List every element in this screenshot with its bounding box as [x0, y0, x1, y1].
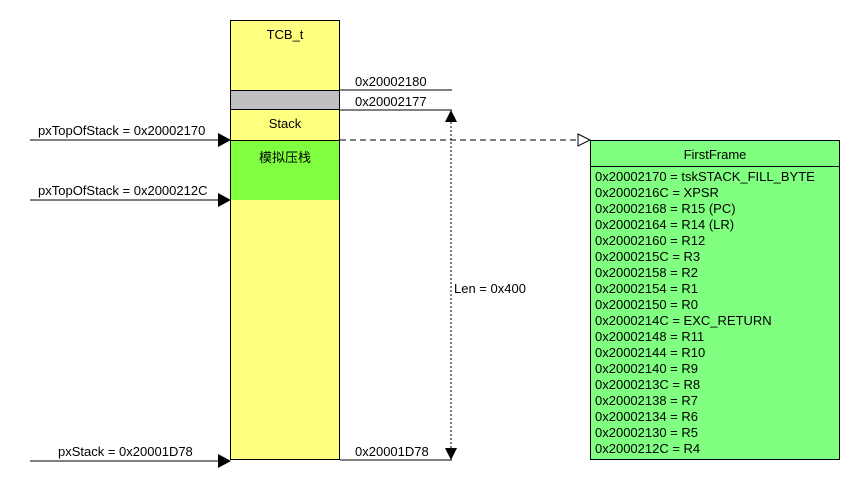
first-frame-entries: 0x20002170 = tskSTACK_FILL_BYTE 0x200021…	[591, 167, 839, 457]
first-frame-entry: 0x20002168 = R15 (PC)	[595, 201, 736, 216]
first-frame-title: FirstFrame	[591, 141, 839, 167]
first-frame-entry: 0x20002150 = R0	[595, 297, 699, 312]
stack-remaining-block	[230, 200, 340, 460]
simulated-push-block: 模拟压栈	[230, 140, 340, 200]
first-frame-entry: 0x20002130 = R5	[595, 425, 699, 440]
first-frame-entry: 0x2000214C = EXC_RETURN	[595, 313, 772, 328]
first-frame-entry: 0x20002170 = tskSTACK_FILL_BYTE	[595, 169, 815, 184]
address-label-stack-base: 0x20001D78	[355, 444, 429, 459]
first-frame-entry: 0x2000215C = R3	[595, 249, 701, 264]
first-frame-entry: 0x20002144 = R10	[595, 345, 706, 360]
first-frame-entry: 0x20002164 = R14 (LR)	[595, 217, 735, 232]
first-frame-entry: 0x20002158 = R2	[595, 265, 699, 280]
first-frame-entry: 0x20002138 = R7	[595, 393, 699, 408]
stack-label: Stack	[268, 116, 302, 131]
address-label-top: 0x20002180	[355, 74, 427, 89]
first-frame-entry: 0x2000212C = R4	[595, 441, 701, 456]
first-frame-entry: 0x20002148 = R11	[595, 329, 705, 344]
first-frame-entry: 0x2000213C = R8	[595, 377, 701, 392]
first-frame-entry: 0x20002140 = R9	[595, 361, 699, 376]
px-stack-label: pxStack = 0x20001D78	[58, 444, 193, 459]
px-top-of-stack-label-2: pxTopOfStack = 0x2000212C	[38, 183, 208, 198]
px-top-of-stack-label-1: pxTopOfStack = 0x20002170	[38, 123, 206, 138]
first-frame-entry: 0x2000216C = XPSR	[595, 185, 719, 200]
first-frame-entry: 0x20002154 = R1	[595, 281, 699, 296]
first-frame-entry: 0x20002134 = R6	[595, 409, 699, 424]
first-frame-dashed-arrow	[340, 133, 592, 147]
first-frame-box: FirstFrame 0x20002170 = tskSTACK_FILL_BY…	[590, 140, 840, 460]
unused-gap-block	[230, 90, 340, 110]
stack-block: Stack	[230, 110, 340, 140]
tcb-label: TCB_t	[266, 27, 304, 42]
tcb-block: TCB_t	[230, 20, 340, 90]
first-frame-entry: 0x20002160 = R12	[595, 233, 706, 248]
stack-length-label: Len = 0x400	[452, 281, 528, 296]
address-label-stack-top: 0x20002177	[355, 94, 427, 109]
simulated-push-label: 模拟压栈	[258, 150, 311, 165]
